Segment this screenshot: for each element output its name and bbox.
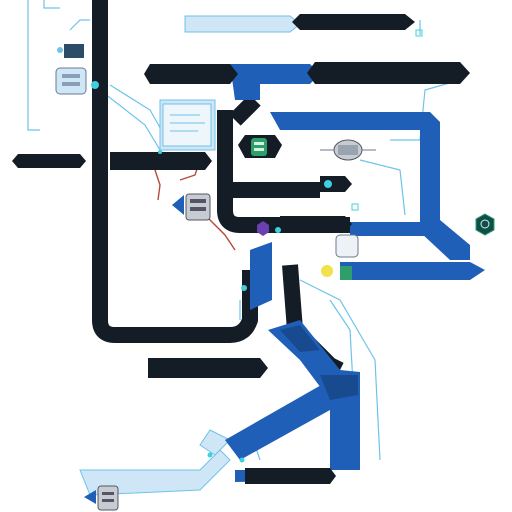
monitor-icon [340, 266, 352, 280]
top-left-banner-bar [144, 64, 238, 84]
center-bar [280, 216, 352, 232]
main-track [92, 0, 350, 378]
accent-dots [57, 29, 423, 463]
document-icon [162, 103, 212, 147]
top-banner-bar [292, 14, 415, 30]
server-rack-icon [320, 139, 376, 161]
mid-left-bar [110, 152, 212, 170]
printer-icon [84, 485, 119, 511]
storage-icon [172, 193, 211, 221]
folder-icon [64, 44, 84, 58]
bottom-small-bar [245, 468, 336, 484]
blue-track-shadow [280, 325, 358, 400]
right-banner-bar [307, 62, 470, 84]
cloud-icon [335, 234, 359, 258]
database-icon [238, 135, 282, 158]
server-icon [55, 67, 87, 95]
left-bar [12, 154, 86, 168]
blue-track [225, 64, 485, 482]
hexagon-node-icon [475, 213, 495, 236]
bottom-bar [148, 358, 268, 378]
